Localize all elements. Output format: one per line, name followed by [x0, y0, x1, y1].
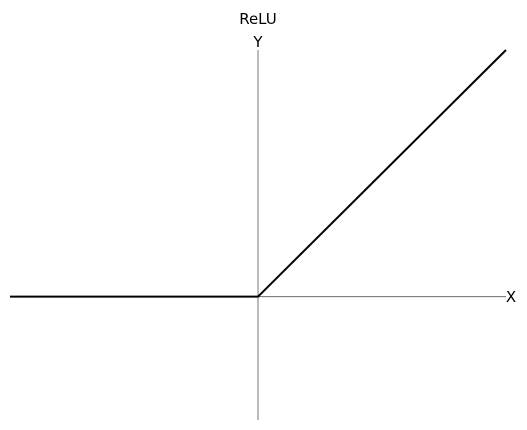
y-axis-label: Y [252, 33, 263, 51]
x-axis-label: X [506, 288, 516, 306]
relu-series-line [10, 49, 507, 298]
chart-title: ReLU [239, 10, 277, 28]
